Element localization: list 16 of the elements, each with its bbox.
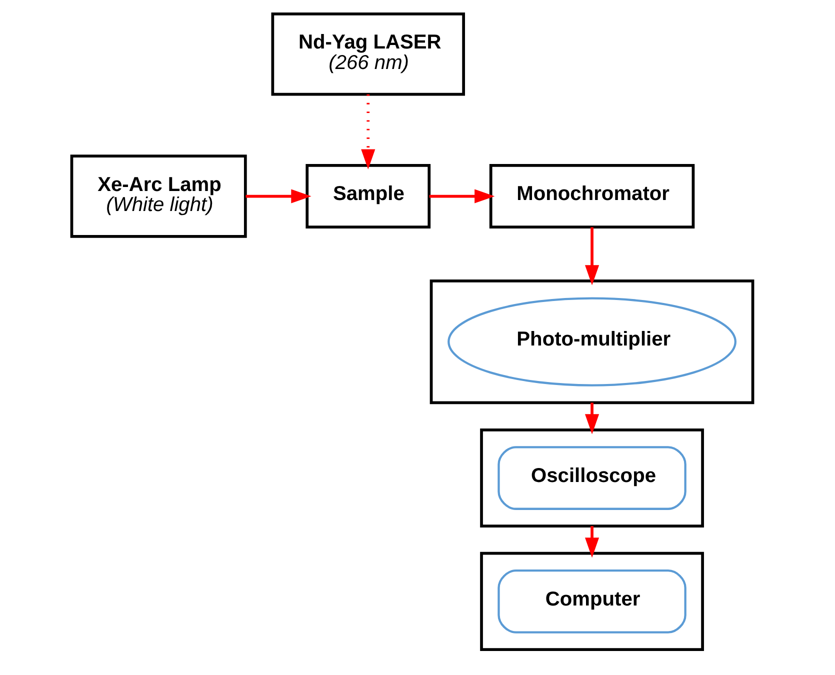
arrow [428,189,494,204]
arrow [245,189,311,204]
cluster [480,428,704,528]
arrow [584,526,599,558]
node-ellipse: Photo-multiplier [447,297,736,386]
node-box: Computer [497,570,686,634]
node-box: Nd-Yag LASER (266 nm) [270,12,464,96]
node-box: Oscilloscope [497,446,686,510]
node-box: Sample [305,164,430,229]
arrow [584,227,599,286]
arrow [360,94,375,170]
cluster [429,280,754,404]
node-box: Xe-Arc Lamp (White light) [70,154,246,238]
arrow [584,402,599,434]
cluster [480,552,704,651]
node-box: Monochromator [488,164,694,229]
